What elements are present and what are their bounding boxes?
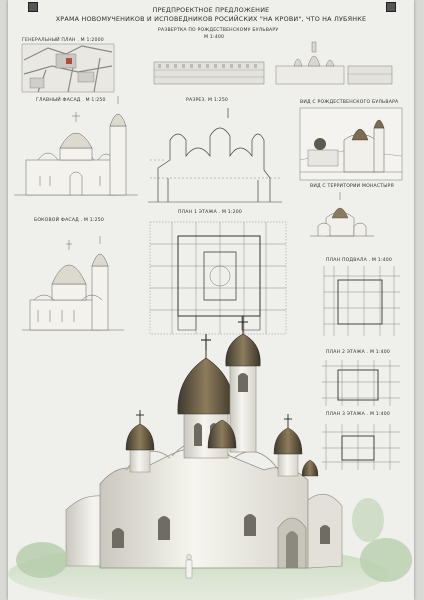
side-facade-drawing <box>22 236 124 331</box>
monastery-view-label: ВИД С ТЕРРИТОРИИ МОНАСТЫРЯ <box>310 184 394 189</box>
site-plan-drawing <box>21 43 115 93</box>
monastery-view-drawing <box>310 192 374 237</box>
boulevard-view-label: ВИД С РОЖДЕСТВЕНСКОГО БУЛЬВАРА <box>300 100 399 105</box>
poster-title: ХРАМА НОВОМУЧЕНИКОВ И ИСПОВЕДНИКОВ РОСИЙ… <box>55 15 367 23</box>
section-drawing <box>148 108 282 203</box>
poster-sheet: ПРЕДПРОЕКТНОЕ ПРЕДЛОЖЕНИЕ ХРАМА НОВОМУЧЕ… <box>8 0 414 600</box>
pushpin-icon <box>28 2 38 12</box>
cross-icon <box>201 334 211 350</box>
church-rendering <box>8 316 412 600</box>
drawings-layer <box>8 41 412 600</box>
pushpin-icon <box>386 2 396 12</box>
cross-icon <box>238 316 248 334</box>
boulevard-view-drawing <box>299 107 403 181</box>
main-facade-label: ГЛАВНЫЙ ФАСАД . М 1:250 <box>36 98 106 103</box>
floor1-plan-label: ПЛАН 1 ЭТАЖА . М 1:200 <box>178 210 243 215</box>
floor1-plan-drawing <box>149 221 287 335</box>
street-elevation-drawing <box>153 41 393 85</box>
cross-icon <box>284 414 292 428</box>
site-plan-label: ГЕНЕРАЛЬНЫЙ ПЛАН . М 1:2000 <box>22 38 104 43</box>
floor3-plan-drawing <box>322 424 400 470</box>
floor2-plan-label: ПЛАН 2 ЭТАЖА . М 1:400 <box>326 350 391 355</box>
cross-icon <box>136 410 144 424</box>
side-facade-label: БОКОВОЙ ФАСАД . М 1:250 <box>34 218 104 223</box>
floor2-plan-drawing <box>322 360 400 406</box>
street-elevation-label: РАЗВЕРТКА ПО РОЖДЕСТВЕНСКОМУ БУЛЬВАРУ <box>158 28 279 33</box>
main-facade-drawing <box>14 96 138 196</box>
section-label: РАЗРЕЗ. М 1:250 <box>186 98 229 103</box>
poster-subtitle: ПРЕДПРОЕКТНОЕ ПРЕДЛОЖЕНИЕ <box>152 6 270 14</box>
floor3-plan-label: ПЛАН 3 ЭТАЖА . М 1:400 <box>326 412 391 417</box>
street-elevation-scale: М 1:400 <box>204 35 225 40</box>
basement-plan-label: ПЛАН ПОДВАЛА . М 1:400 <box>326 258 392 263</box>
basement-plan-drawing <box>323 266 400 336</box>
